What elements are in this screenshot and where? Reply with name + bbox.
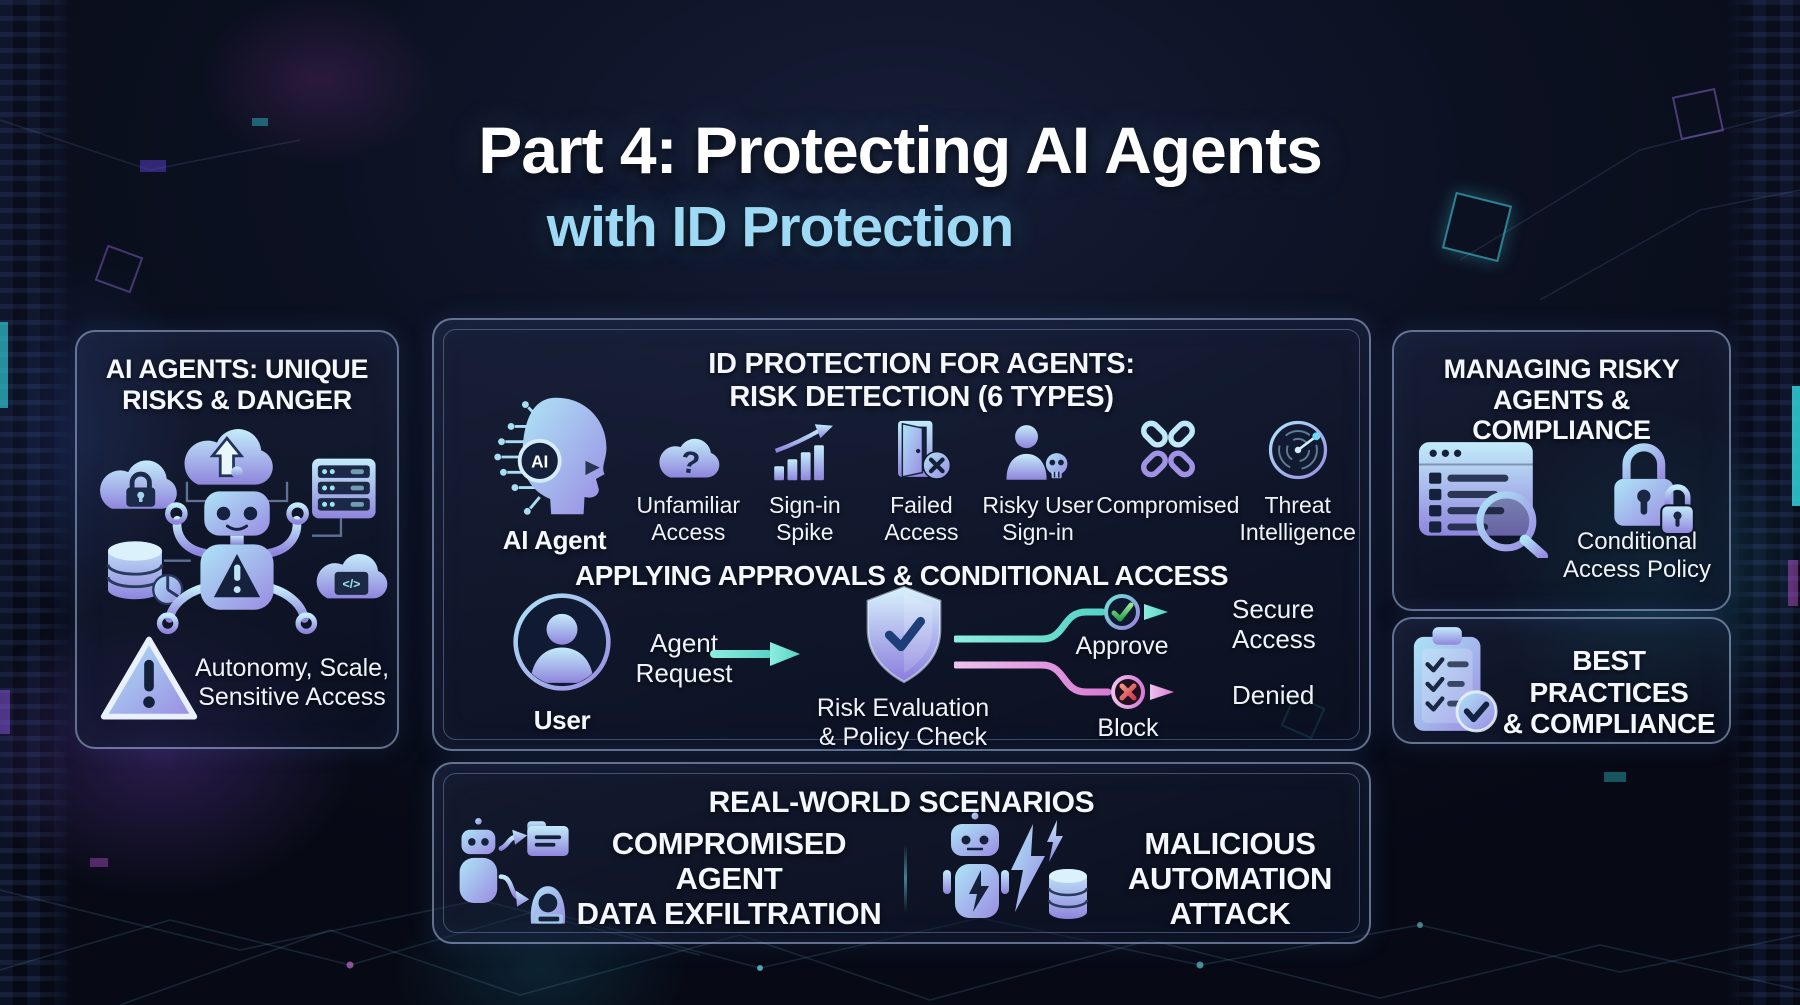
left-heading-line2: RISKS & DANGER <box>122 384 352 415</box>
agent-request-label: Agent Request <box>624 628 744 688</box>
managing-heading-line1: MANAGING RISKY <box>1443 354 1680 384</box>
left-heading-line1: AI AGENTS: UNIQUE <box>105 354 369 384</box>
managing-risky-heading: MANAGING RISKY AGENTS & COMPLIANCE <box>1402 354 1721 446</box>
user-avatar-icon <box>513 593 611 691</box>
risk-label: Access <box>884 518 959 545</box>
center-panel-id-protection: ID PROTECTION FOR AGENTS: RISK DETECTION… <box>432 318 1371 751</box>
ai-badge: AI <box>531 451 548 471</box>
approval-branch-lines <box>954 594 1174 709</box>
secure-access-label: Secure Access <box>1232 594 1362 654</box>
door-denied-icon <box>898 420 952 480</box>
secure-line1: Secure <box>1232 594 1315 624</box>
left-panel-unique-risks: AI AGENTS: UNIQUE RISKS & DANGER <box>75 330 399 749</box>
risk-label: Compromised <box>1096 492 1240 518</box>
risk-item-risky-user: Risky User Sign-in <box>980 410 1097 545</box>
approve-label: Approve <box>1075 632 1169 660</box>
left-panel-heading: AI AGENTS: UNIQUE RISKS & DANGER <box>87 354 387 415</box>
audit-log-magnifier-icon <box>1418 442 1549 558</box>
risk-item-signin-spike: Sign-in Spike <box>747 410 864 545</box>
compromised-agent-icon <box>459 817 569 924</box>
risk-evaluation-label: Risk Evaluation & Policy Check <box>794 694 1012 752</box>
policy-line2: Access Policy <box>1562 555 1712 583</box>
agent-request-line1: Agent <box>650 628 718 658</box>
ai-agent-label: AI Agent <box>502 525 607 555</box>
caption-line1: Autonomy, Scale, <box>194 654 390 682</box>
left-panel-caption: Autonomy, Scale, Sensitive Access <box>193 654 391 712</box>
risk-label: Sign-in <box>769 492 841 518</box>
malicious-automation-icon <box>943 812 1089 919</box>
agent-request-line2: Request <box>635 658 733 689</box>
risk-label: Sign-in <box>1002 518 1074 545</box>
pixel-decoration <box>0 322 8 408</box>
block-x-icon <box>1111 675 1145 709</box>
right-panel-managing-risky: MANAGING RISKY AGENTS & COMPLIANCE Condi… <box>1392 330 1731 611</box>
right-panel-best-practices: BEST PRACTICES & COMPLIANCE <box>1392 617 1731 744</box>
risk-heading-line2: RISK DETECTION (6 TYPES) <box>729 380 1114 413</box>
best-line2: & COMPLIANCE <box>1502 708 1716 740</box>
conditional-access-policy-label: Conditional Access Policy <box>1552 528 1722 584</box>
risk-item-threat-intelligence: Threat Intelligence <box>1239 410 1356 545</box>
ai-agent-head-icon: AI <box>494 397 607 515</box>
pixel-decoration <box>1792 386 1800 506</box>
code-badge: </> <box>343 577 361 591</box>
pixel-decoration <box>1788 560 1798 606</box>
risk-types-row: ? Unfamiliar Access Sign-in <box>630 410 1356 545</box>
signin-spike-icon <box>774 424 833 481</box>
risk-evaluation-line2: & Policy Check <box>818 723 988 751</box>
scenario2-label: MALICIOUS AUTOMATION ATTACK <box>1092 826 1368 931</box>
radar-icon <box>1268 420 1327 480</box>
bottom-panel-scenarios: REAL-WORLD SCENARIOS COMPROMISED AGENT D… <box>432 762 1371 944</box>
scenario1-line1: COMPROMISED AGENT <box>611 826 847 897</box>
approve-check-icon <box>1104 594 1140 630</box>
caption-line2: Sensitive Access <box>198 683 386 711</box>
scenario1-line2: DATA EXFILTRATION <box>576 896 882 932</box>
scenario1-label: COMPROMISED AGENT DATA EXFILTRATION <box>564 826 894 931</box>
risk-detection-heading: ID PROTECTION FOR AGENTS: RISK DETECTION… <box>594 348 1249 414</box>
question-glyph: ? <box>679 444 703 481</box>
conditional-access-heading: APPLYING APPROVALS & CONDITIONAL ACCESS <box>574 560 1229 591</box>
secure-line2: Access <box>1232 624 1316 655</box>
risky-user-icon <box>1006 425 1068 480</box>
policy-line1: Conditional <box>1576 528 1698 555</box>
risk-heading-line1: ID PROTECTION FOR AGENTS: <box>708 348 1135 380</box>
risk-label: Failed <box>890 492 953 518</box>
ai-agent-risks-illustration-icon: </> <box>100 429 388 635</box>
locks-icon <box>1614 443 1695 535</box>
risk-label: Threat <box>1264 492 1331 518</box>
scenario2-line1: MALICIOUS <box>1144 826 1316 861</box>
best-line1: BEST PRACTICES <box>1529 645 1689 708</box>
best-practices-heading: BEST PRACTICES & COMPLIANCE <box>1502 645 1716 740</box>
request-arrow-icon <box>710 642 800 666</box>
warning-triangle-icon <box>100 636 198 720</box>
risk-label: Intelligence <box>1239 518 1356 545</box>
real-world-scenarios-heading: REAL-WORLD SCENARIOS <box>708 786 1095 819</box>
risk-evaluation-line1: Risk Evaluation <box>816 694 990 722</box>
risk-label: Spike <box>776 518 834 545</box>
scenario2-line2: AUTOMATION ATTACK <box>1127 861 1333 932</box>
risk-label: Risky User <box>982 492 1094 518</box>
risk-item-compromised: Compromised <box>1096 410 1239 545</box>
user-label: User <box>533 705 591 735</box>
page-subtitle: with ID Protection <box>546 195 1015 259</box>
cloud-question-icon: ? <box>659 438 720 481</box>
managing-heading-line2: AGENTS & COMPLIANCE <box>1472 384 1651 446</box>
broken-chain-icon <box>1140 420 1195 478</box>
risk-item-failed-access: Failed Access <box>863 410 980 545</box>
risk-evaluation-shield-icon <box>866 585 942 684</box>
scenario-divider <box>904 844 907 912</box>
pixel-decoration <box>0 690 10 734</box>
compliance-clipboard-icon <box>1413 627 1498 733</box>
risk-label: Unfamiliar <box>636 492 741 518</box>
denied-label: Denied <box>1232 680 1315 710</box>
block-label: Block <box>1097 714 1159 742</box>
risk-item-unfamiliar-access: ? Unfamiliar Access <box>630 410 747 545</box>
page-title: Part 4: Protecting AI Agents <box>478 113 1323 187</box>
risk-label: Access <box>651 518 726 545</box>
